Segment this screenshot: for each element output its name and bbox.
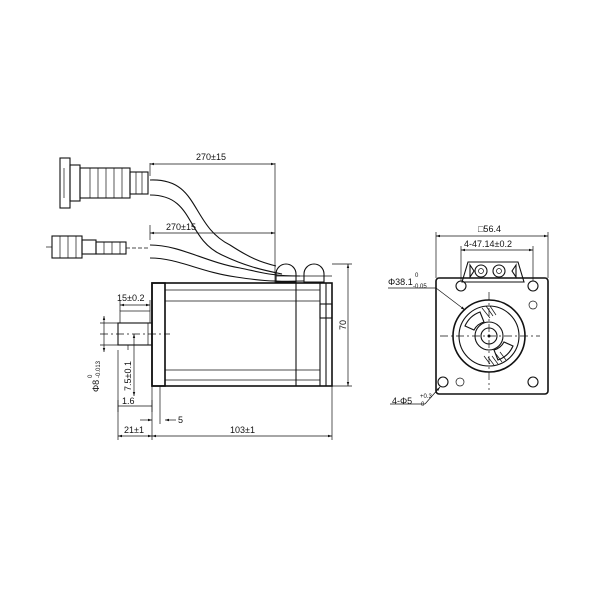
- mount-holes-upper-tol: +0.3: [420, 394, 433, 400]
- height-label: 70: [338, 320, 348, 330]
- mount-hole-br: [527, 376, 539, 388]
- shaft-diameter-lower-tol: -0.013: [96, 360, 102, 378]
- front-view: □56.4 4-47.14±0.2 Φ38.1 0 -0.05 4-Φ5 +0.…: [388, 224, 549, 408]
- cable-gland-left: [275, 263, 297, 283]
- mount-holes-label: 4-Φ5: [392, 396, 412, 406]
- connector-housing: [461, 261, 525, 283]
- power-connector: [46, 235, 150, 259]
- shaft-step-label: 5: [178, 415, 183, 425]
- mount-hole-tr: [527, 280, 539, 292]
- flange-square: [435, 277, 549, 395]
- key-height-label: 7.5±0.1: [123, 361, 133, 391]
- key-length-label: 15±0.2: [117, 293, 144, 303]
- mount-hole-bl: [437, 376, 449, 388]
- cable-length-upper-label: 270±15: [196, 152, 226, 162]
- mount-hole-tl: [455, 280, 467, 292]
- hole-spacing-label: 4-47.14±0.2: [464, 239, 512, 249]
- cable-length-lower-label: 270±15: [166, 222, 196, 232]
- dsub-connector: [59, 157, 149, 209]
- side-view: 270±15 270±15 15±0.2 70 Φ8 0 -0.013 7.5±…: [46, 152, 352, 440]
- collar-thickness-label: 1.6: [122, 396, 135, 406]
- shaft-diameter-upper-tol: 0: [88, 374, 94, 378]
- pilot-lower-tol: -0.05: [413, 284, 427, 290]
- pilot-diameter-label: Φ38.1: [388, 277, 413, 287]
- mount-holes-lower-tol: 0: [421, 402, 425, 408]
- motor-body: [151, 282, 333, 387]
- shaft-length-label: 21±1: [124, 425, 144, 435]
- shaft-key: [119, 310, 151, 324]
- cable-gland-right: [303, 263, 325, 283]
- shaft-diameter-label: Φ8: [91, 380, 101, 392]
- body-length-label: 103±1: [230, 425, 255, 435]
- flange-square-label: □56.4: [478, 224, 501, 234]
- pilot-upper-tol: 0: [415, 273, 419, 279]
- front-flange: [151, 282, 166, 387]
